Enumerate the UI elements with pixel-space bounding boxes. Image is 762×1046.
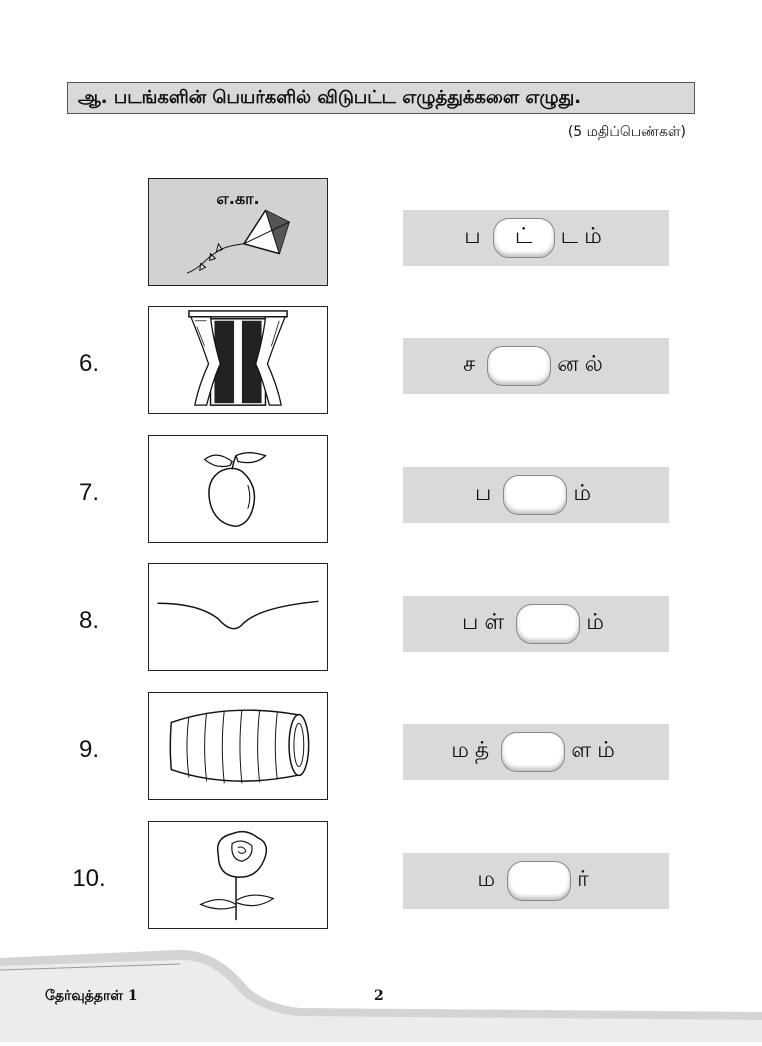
footer-band	[0, 944, 762, 1042]
question-picture-mango	[148, 435, 328, 543]
question-picture-valley	[148, 563, 328, 671]
example-tag: எ.கா.	[216, 189, 260, 208]
section-heading: ஆ. படங்களின் பெயர்களில் விடுபட்ட எழுத்து…	[67, 82, 695, 114]
question-number: 9.	[78, 736, 99, 763]
question-picture-window	[148, 306, 328, 414]
mango-icon	[203, 452, 267, 528]
question-picture-drum	[148, 692, 328, 800]
question-word-9: மத் ளம்	[403, 724, 669, 780]
example-answer-slot: ட்	[492, 218, 555, 258]
question-number: 10.	[72, 865, 106, 892]
answer-slot-10[interactable]	[507, 861, 572, 901]
question-word-7: ப ம்	[403, 467, 669, 523]
question-word-6: ச னல்	[403, 338, 669, 394]
window-icon	[188, 310, 288, 406]
kite-icon	[186, 209, 290, 274]
question-picture-rose	[148, 821, 328, 929]
question-word-10: ம ர்	[403, 853, 669, 909]
answer-slot-9[interactable]	[501, 732, 566, 772]
question-number: 8.	[78, 607, 99, 634]
valley-curve-icon	[157, 600, 319, 630]
answer-slot-6[interactable]	[487, 346, 552, 386]
example-picture-kite: எ.கா.	[148, 178, 328, 286]
question-number: 6.	[78, 350, 99, 377]
answer-slot-7[interactable]	[503, 475, 568, 515]
example-word: ப ட் டம்	[403, 210, 669, 266]
question-number: 7.	[78, 479, 99, 506]
question-word-8: பள் ம்	[403, 596, 669, 652]
drum-icon	[169, 709, 310, 784]
marks-note: (5 மதிப்பெண்கள்)	[567, 124, 686, 140]
answer-slot-8[interactable]	[516, 604, 581, 644]
page-number: 2	[374, 988, 384, 1004]
footer-paper-label: தேர்வுத்தாள் 1	[45, 988, 138, 1004]
rose-icon	[199, 830, 275, 921]
